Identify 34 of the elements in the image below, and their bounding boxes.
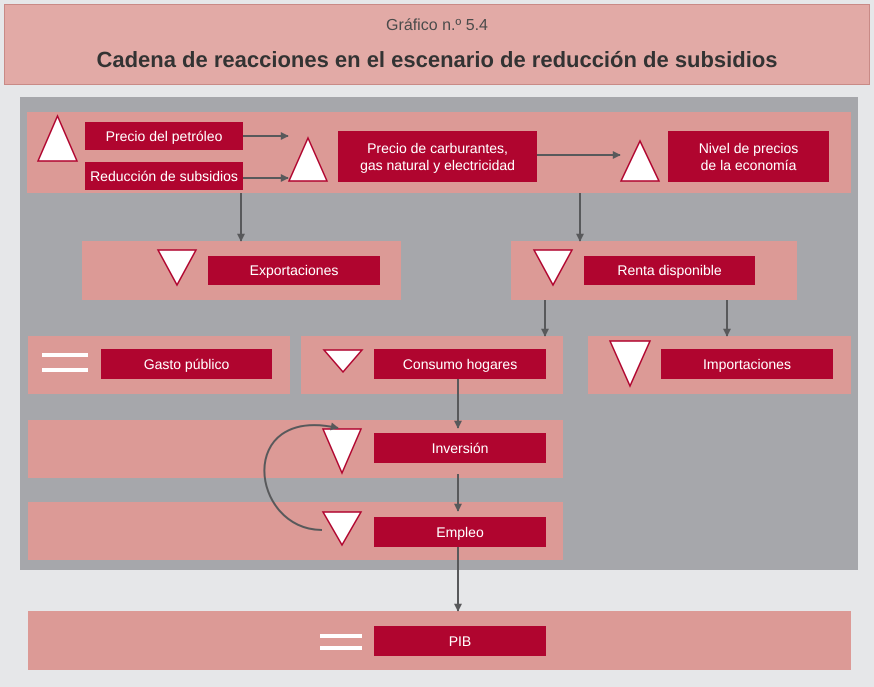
label-box: Exportaciones [208, 256, 380, 285]
panel [28, 336, 290, 394]
label-box: Gasto público [101, 349, 272, 379]
label-box: Consumo hogares [374, 349, 546, 379]
arrow [237, 193, 245, 242]
arrow [243, 174, 289, 182]
arrow [243, 132, 289, 140]
title: Cadena de reacciones en el escenario de reducción de subsidios [95, 47, 779, 73]
label-box: PIB [374, 626, 546, 656]
panel [82, 241, 401, 300]
arrow [541, 300, 549, 337]
label-box: Importaciones [661, 349, 833, 379]
arrow [537, 151, 621, 159]
panel [27, 112, 851, 193]
panel [28, 611, 851, 670]
label-box: Precio de carburantes, gas natural y electricidad [338, 131, 537, 182]
arrow [576, 193, 584, 242]
label-box: Inversión [374, 433, 546, 463]
arrow [454, 547, 462, 612]
arrow [723, 300, 731, 337]
arrow [454, 474, 462, 512]
panel [28, 420, 563, 478]
figure-number: Gráfico n.º 5.4 [385, 17, 489, 35]
label-box: Nivel de precios de la economía [668, 131, 829, 182]
panel [301, 336, 563, 394]
label-box: Empleo [374, 517, 546, 547]
arrow [454, 379, 462, 429]
curved-arrow [263, 423, 339, 531]
panel [28, 502, 563, 560]
label-box: Renta disponible [584, 256, 755, 285]
label-box: Reducción de subsidios [85, 162, 243, 190]
label-box: Precio del petróleo [85, 122, 243, 150]
panel [588, 336, 851, 394]
panel [511, 241, 797, 300]
